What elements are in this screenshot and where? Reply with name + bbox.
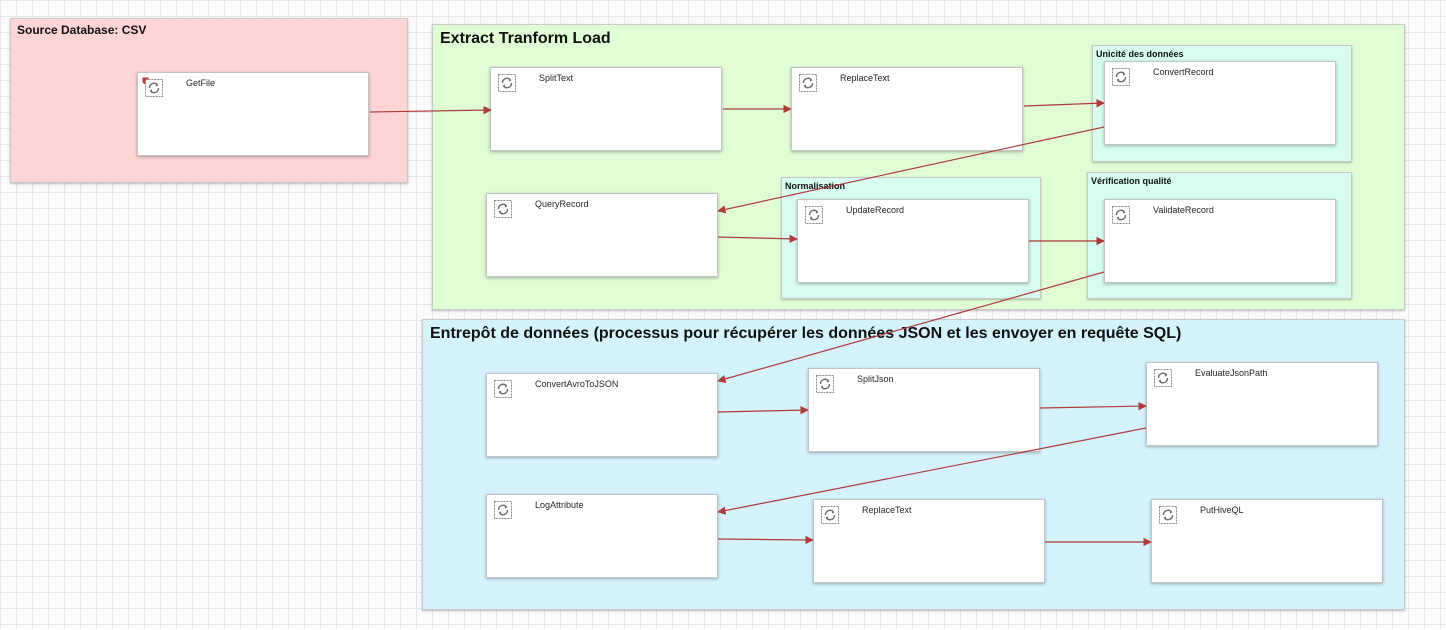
- group-title-entrepot: Entrepôt de données (processus pour récu…: [430, 325, 1182, 342]
- processor-cycle-icon: [805, 206, 823, 224]
- processor-queryrecord[interactable]: QueryRecord: [486, 193, 718, 277]
- processor-replacetext-etl[interactable]: ReplaceText: [791, 67, 1023, 151]
- processor-evaluatejsonpath[interactable]: EvaluateJsonPath: [1146, 362, 1378, 446]
- processor-name: LogAttribute: [535, 500, 584, 510]
- processor-cycle-icon: [1112, 68, 1130, 86]
- processor-cycle-icon: [494, 380, 512, 398]
- group-title-source: Source Database: CSV: [17, 23, 147, 37]
- processor-cycle-icon: [494, 200, 512, 218]
- processor-name: ReplaceText: [862, 505, 912, 515]
- processor-splittext[interactable]: SplitText: [490, 67, 722, 151]
- processor-cycle-icon: [494, 501, 512, 519]
- processor-name: GetFile: [186, 78, 216, 88]
- processor-name: ReplaceText: [840, 73, 890, 83]
- processor-name: PutHiveQL: [1200, 505, 1244, 515]
- processor-name: ConvertAvroToJSON: [535, 379, 619, 389]
- processor-logattribute[interactable]: LogAttribute: [486, 494, 718, 578]
- processor-name: QueryRecord: [535, 199, 589, 209]
- processor-name: EvaluateJsonPath: [1195, 368, 1268, 378]
- group-title-unicite: Unicité des données: [1096, 49, 1184, 59]
- processor-convertrecord[interactable]: ConvertRecord: [1104, 61, 1336, 145]
- processor-cycle-icon: [498, 74, 516, 92]
- processor-convertavrotojson[interactable]: ConvertAvroToJSON: [486, 373, 718, 457]
- processor-name: SplitJson: [857, 374, 894, 384]
- processor-cycle-icon: [1112, 206, 1130, 224]
- processor-cycle-icon: [1154, 369, 1172, 387]
- group-title-verification: Vérification qualité: [1091, 176, 1172, 186]
- group-title-etl: Extract Tranform Load: [440, 30, 611, 47]
- processor-cycle-icon: [821, 506, 839, 524]
- processor-cycle-icon: [816, 375, 834, 393]
- processor-validaterecord[interactable]: ValidateRecord: [1104, 199, 1336, 283]
- processor-name: SplitText: [539, 73, 574, 83]
- group-title-normalisation: Normalisation: [785, 181, 846, 191]
- processor-getfile[interactable]: GetFile: [137, 72, 369, 156]
- processor-replacetext-dw[interactable]: ReplaceText: [813, 499, 1045, 583]
- processor-name: ConvertRecord: [1153, 67, 1214, 77]
- processor-name: UpdateRecord: [846, 205, 905, 215]
- processor-puthiveql[interactable]: PutHiveQL: [1151, 499, 1383, 583]
- processor-cycle-icon: [799, 74, 817, 92]
- processor-name: ValidateRecord: [1153, 205, 1214, 215]
- processor-splitjson[interactable]: SplitJson: [808, 368, 1040, 452]
- processor-cycle-icon: [1159, 506, 1177, 524]
- processor-updaterecord[interactable]: UpdateRecord: [797, 199, 1029, 283]
- processor-cycle-icon: [145, 79, 163, 97]
